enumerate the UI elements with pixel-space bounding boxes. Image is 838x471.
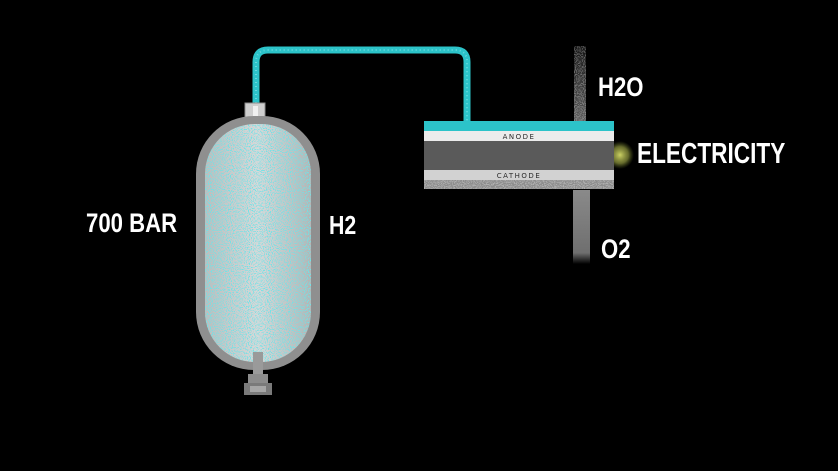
fuel-cell: ANODE CATHODE: [424, 121, 614, 189]
oxygen-pipe: [573, 190, 590, 264]
hydrogen-label: H2: [329, 210, 357, 240]
water-exhaust: [574, 46, 586, 122]
anode-label: ANODE: [503, 133, 536, 141]
pressure-label: 700 BAR: [86, 208, 178, 238]
cathode-label: CATHODE: [497, 172, 542, 180]
electricity-label: ELECTRICITY: [637, 138, 786, 170]
hydrogen-pipe: [252, 46, 471, 122]
hydrogen-tank: [196, 102, 320, 395]
oxygen-label: O2: [601, 234, 631, 264]
water-label: H2O: [598, 72, 644, 102]
